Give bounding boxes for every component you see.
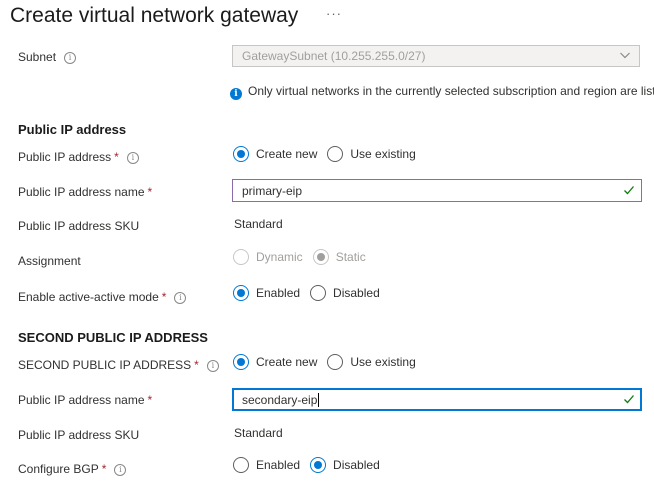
radio-disabled-checked[interactable] (310, 457, 327, 473)
more-icon[interactable]: ··· (326, 6, 342, 21)
required-mark: * (114, 150, 119, 164)
subnet-select[interactable]: GatewaySubnet (10.255.255.0/27) (232, 45, 640, 67)
public-ip-use-existing-option[interactable]: Use existing (327, 146, 416, 162)
subnet-notice-text: Only virtual networks in the currently s… (248, 84, 654, 98)
assignment-label: Assignment (18, 254, 81, 268)
section-title-public-ip: Public IP address (18, 122, 127, 137)
active-active-radio-group: Enabled Disabled (233, 285, 390, 301)
second-ip-address-label-text: SECOND PUBLIC IP ADDRESS (18, 358, 192, 372)
public-ip-name-label-text: Public IP address name (18, 185, 145, 199)
radio-dynamic-disabled (233, 249, 249, 265)
required-mark: * (147, 393, 153, 407)
radio-create-new-checked[interactable] (233, 146, 249, 162)
configure-bgp-radio-group: Enabled Disabled (233, 457, 390, 473)
active-active-enabled-option[interactable]: Enabled (233, 285, 300, 301)
subnet-label-text: Subnet (18, 50, 57, 64)
public-ip-name-label: Public IP address name* (18, 185, 152, 199)
checkmark-icon (624, 186, 634, 195)
radio-label: Enabled (256, 458, 301, 472)
required-mark: * (101, 462, 107, 476)
public-ip-sku-label: Public IP address SKU (18, 219, 140, 233)
radio-label: Use existing (350, 147, 416, 161)
second-ip-sku-value: Standard (234, 426, 283, 440)
radio-disabled[interactable] (310, 285, 327, 301)
info-filled-icon: i (230, 88, 242, 100)
radio-label: Disabled (333, 286, 380, 300)
public-ip-address-label: Public IP address* i (18, 150, 139, 164)
assignment-radio-group: Dynamic Static (233, 249, 376, 265)
second-ip-use-existing-option[interactable]: Use existing (327, 354, 416, 370)
public-ip-create-new-option[interactable]: Create new (233, 146, 317, 162)
checkmark-icon (624, 395, 634, 404)
info-icon[interactable]: i (206, 360, 219, 372)
required-mark: * (161, 290, 167, 304)
radio-enabled[interactable] (233, 457, 249, 473)
active-active-label: Enable active-active mode* i (18, 290, 187, 304)
public-ip-radio-group: Create new Use existing (233, 146, 426, 162)
subnet-notice: i Only virtual networks in the currently … (230, 84, 654, 100)
second-ip-name-label-text: Public IP address name (18, 393, 145, 407)
section-title-second-ip: SECOND PUBLIC IP ADDRESS (18, 330, 208, 345)
public-ip-name-input[interactable]: primary-eip (232, 179, 642, 202)
public-ip-sku-value: Standard (234, 217, 283, 231)
radio-label: Use existing (350, 355, 416, 369)
second-ip-name-label: Public IP address name* (18, 393, 152, 407)
second-ip-name-value: secondary-eip (242, 393, 318, 407)
radio-use-existing[interactable] (327, 354, 344, 370)
radio-label: Enabled (256, 286, 301, 300)
assignment-dynamic-option: Dynamic (233, 249, 303, 265)
active-active-label-text: Enable active-active mode (18, 290, 159, 304)
radio-enabled-checked[interactable] (233, 285, 249, 301)
active-active-disabled-option[interactable]: Disabled (310, 285, 380, 301)
radio-label: Create new (256, 355, 318, 369)
second-ip-name-input[interactable]: secondary-eip (232, 388, 642, 411)
public-ip-address-label-text: Public IP address (18, 150, 112, 164)
text-cursor (318, 393, 320, 407)
info-icon[interactable]: i (174, 292, 187, 304)
required-mark: * (194, 358, 199, 372)
assignment-static-option: Static (312, 249, 366, 265)
second-ip-radio-group: Create new Use existing (233, 354, 426, 370)
info-icon[interactable]: i (114, 464, 127, 476)
bgp-enabled-option[interactable]: Enabled (233, 457, 300, 473)
configure-bgp-label-text: Configure BGP (18, 462, 99, 476)
second-ip-address-label: SECOND PUBLIC IP ADDRESS* i (18, 358, 219, 372)
radio-create-new-checked[interactable] (233, 354, 249, 370)
radio-label: Dynamic (256, 250, 303, 264)
required-mark: * (147, 185, 153, 199)
second-ip-create-new-option[interactable]: Create new (233, 354, 317, 370)
configure-bgp-label: Configure BGP* i (18, 462, 127, 476)
bgp-disabled-option[interactable]: Disabled (310, 457, 380, 473)
radio-label: Disabled (333, 458, 380, 472)
second-ip-sku-label: Public IP address SKU (18, 428, 140, 442)
info-icon[interactable]: i (64, 52, 77, 64)
info-icon[interactable]: i (126, 152, 139, 164)
radio-label: Static (335, 250, 366, 264)
page-title: Create virtual network gateway (10, 4, 299, 27)
subnet-select-value: GatewaySubnet (10.255.255.0/27) (242, 49, 426, 63)
radio-static-disabled-checked (312, 249, 329, 265)
radio-use-existing[interactable] (327, 146, 344, 162)
radio-label: Create new (256, 147, 318, 161)
chevron-down-icon (620, 52, 630, 59)
public-ip-name-value: primary-eip (242, 184, 303, 198)
